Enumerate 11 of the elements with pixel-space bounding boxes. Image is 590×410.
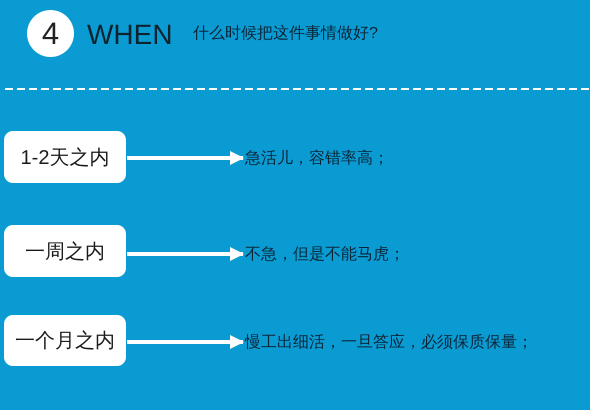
description-text: 慢工出细活，一旦答应，必须保质保量； bbox=[245, 332, 533, 354]
period-box: 一周之内 bbox=[4, 225, 126, 277]
arrow bbox=[127, 247, 244, 261]
arrow bbox=[127, 151, 244, 165]
description-text: 急活儿，容错率高； bbox=[245, 148, 389, 170]
arrow bbox=[127, 335, 244, 349]
question-text: 什么时候把这件事情做好? bbox=[193, 24, 378, 44]
title: WHEN bbox=[87, 21, 173, 49]
period-box: 一个月之内 bbox=[4, 315, 126, 366]
description-text: 不急，但是不能马虎； bbox=[245, 244, 405, 266]
period-box: 1-2天之内 bbox=[4, 131, 126, 183]
